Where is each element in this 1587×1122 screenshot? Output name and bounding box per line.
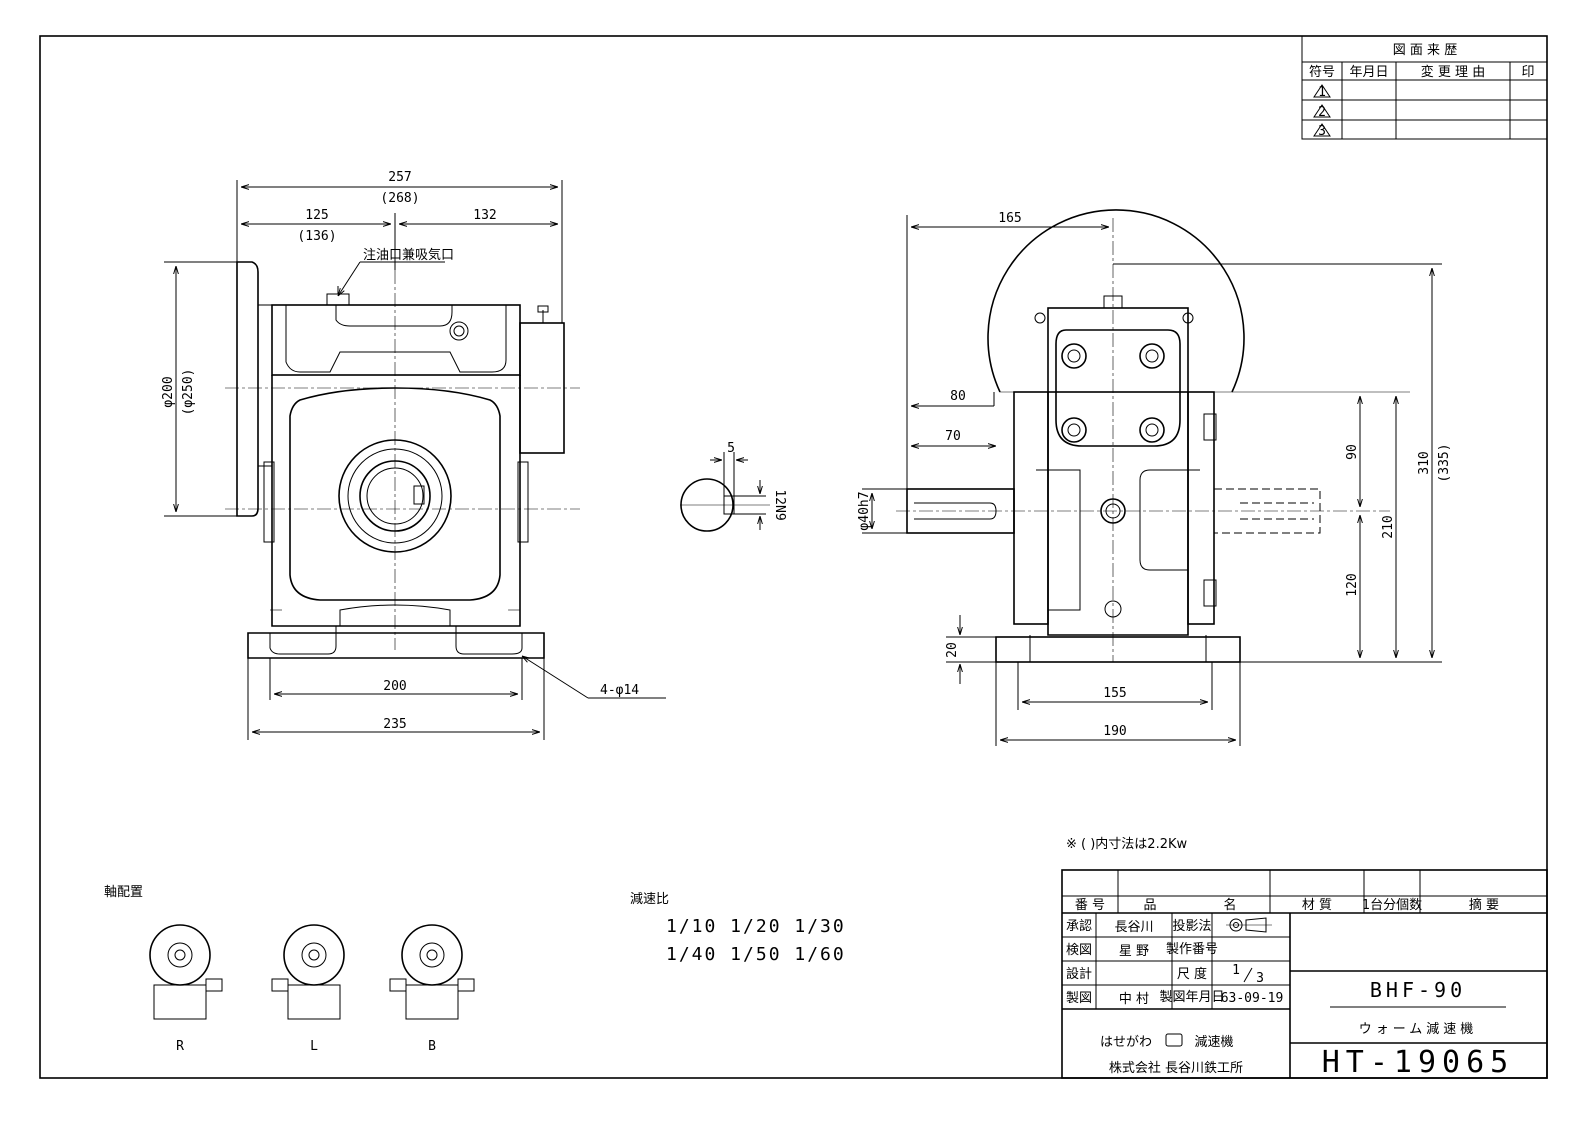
tb-projection-label: 投影法	[1172, 918, 1211, 934]
tb-check-name: 星 野	[1119, 944, 1149, 959]
rev-triangle-2: 2	[1313, 104, 1331, 120]
tb-approve-label: 承認	[1066, 918, 1092, 934]
reduction-row-1: 1/10 1/20 1/30	[666, 916, 846, 937]
tb-model: BHF-90	[1370, 978, 1466, 1002]
dim-flange-dia: φ200	[161, 376, 176, 407]
dim-80: 80	[950, 389, 966, 404]
tb-drawing-no-label: 製作番号	[1166, 942, 1218, 957]
reduction-ratios: 減速比 1/10 1/20 1/30 1/40 1/50 1/60	[630, 891, 846, 965]
dim-132: 132	[473, 208, 496, 223]
key-width: 5	[727, 441, 735, 456]
revision-title: 図 面 来 歴	[1393, 43, 1457, 58]
dim-165: 165	[998, 211, 1021, 226]
svg-text:3: 3	[1256, 971, 1264, 986]
rev-col-mark: 符号	[1309, 64, 1335, 80]
arrangement-b	[389, 924, 475, 1020]
dim-335: (335)	[1437, 443, 1452, 482]
sheet-border	[39, 35, 1548, 1079]
svg-text:1: 1	[1232, 963, 1240, 978]
dim-base-235: 235	[383, 717, 406, 732]
rev-triangle-3: 3	[1313, 123, 1331, 139]
dim-70: 70	[945, 429, 961, 444]
dim-257: 257	[388, 170, 411, 185]
title-block: 番 号 品 名 材 質 1台分個数 摘 要 承認 長谷川 検図 星 野 設計 製…	[1061, 869, 1548, 1080]
dim-155: 155	[1103, 686, 1126, 701]
tb-company-line1: はせがわ 減速機	[1100, 1033, 1234, 1050]
svg-text:3: 3	[1318, 124, 1326, 139]
dim-310: 310	[1417, 451, 1432, 474]
svg-text:2: 2	[1318, 105, 1326, 120]
tb-col-qty: 1台分個数	[1362, 898, 1422, 913]
shaft-dia: φ40h7	[857, 491, 872, 530]
projection-symbol-icon	[1226, 917, 1272, 933]
dim-268: (268)	[380, 191, 419, 206]
reduction-title: 減速比	[630, 891, 669, 907]
dim-20: 20	[945, 642, 960, 658]
tb-design-label: 設計	[1066, 966, 1092, 982]
tb-scale-label: 尺 度	[1177, 966, 1207, 982]
key-tolerance: 12N9	[772, 489, 787, 520]
company-logo-icon	[1165, 1033, 1183, 1047]
reduction-row-2: 1/40 1/50 1/60	[666, 944, 846, 965]
hole-label: 4-φ14	[600, 683, 639, 698]
rev-col-seal: 印	[1521, 65, 1534, 80]
tb-col-material: 材 質	[1302, 898, 1332, 913]
dim-base-200: 200	[383, 679, 406, 694]
dim-210: 210	[1381, 515, 1396, 538]
tb-scale-value: 1 3	[1232, 963, 1264, 986]
rev-col-reason: 変 更 理 由	[1421, 64, 1485, 80]
arrangement-r	[149, 924, 223, 1020]
svg-text:減速機: 減速機	[1194, 1034, 1233, 1050]
svg-text:はせがわ: はせがわ	[1100, 1035, 1152, 1050]
front-view: 257 (268) 125 (136) 132 注油口兼吸気口 φ200 (φ2…	[161, 170, 666, 740]
shaft-section: 5 12N9	[680, 441, 787, 532]
arrangement-label-l: L	[310, 1039, 318, 1054]
tb-draw-name: 中 村	[1119, 992, 1149, 1007]
arrangement-label-r: R	[176, 1039, 184, 1054]
rev-col-date: 年月日	[1349, 65, 1388, 80]
dim-125: 125	[305, 208, 328, 223]
dim-90: 90	[1345, 444, 1360, 460]
arrangement-l	[271, 924, 345, 1020]
dim-flange-dia-alt: (φ250)	[181, 369, 196, 416]
dim-136: (136)	[297, 229, 336, 244]
tb-date-value: 63-09-19	[1221, 991, 1284, 1006]
tb-col-name-1: 品	[1143, 898, 1156, 913]
arrangement-label-b: B	[428, 1039, 436, 1054]
tb-check-label: 検図	[1066, 943, 1092, 958]
tb-draw-label: 製図	[1066, 991, 1092, 1006]
tb-approve-name: 長谷川	[1114, 920, 1153, 935]
svg-text:1: 1	[1318, 85, 1326, 100]
tb-date-label: 製図年月日	[1159, 990, 1224, 1005]
dim-120: 120	[1345, 573, 1360, 596]
tb-col-name-2: 名	[1223, 897, 1236, 913]
tb-col-remarks: 摘 要	[1469, 897, 1499, 913]
dimension-note: ※ ( )内寸法は2.2Kw	[1066, 836, 1188, 852]
tb-drawing-number: HT-19065	[1322, 1045, 1515, 1080]
oil-port-label: 注油口兼吸気口	[363, 247, 454, 263]
arrangement-title: 軸配置	[104, 885, 143, 900]
dim-190: 190	[1103, 724, 1126, 739]
revision-table: 図 面 来 歴 符号 年月日 変 更 理 由 印 1 2 3	[1301, 35, 1548, 140]
shaft-arrangement: 軸配置 R L B	[104, 885, 475, 1054]
tb-product: ウォーム減速機	[1359, 1021, 1478, 1037]
tb-company-line2: 株式会社 長谷川鉄工所	[1109, 1060, 1243, 1076]
rev-triangle-1: 1	[1313, 84, 1331, 100]
tb-col-number: 番 号	[1075, 898, 1105, 913]
side-view: 165 80 70 φ40h7 90 120 210 310 (335) 20	[857, 209, 1452, 746]
